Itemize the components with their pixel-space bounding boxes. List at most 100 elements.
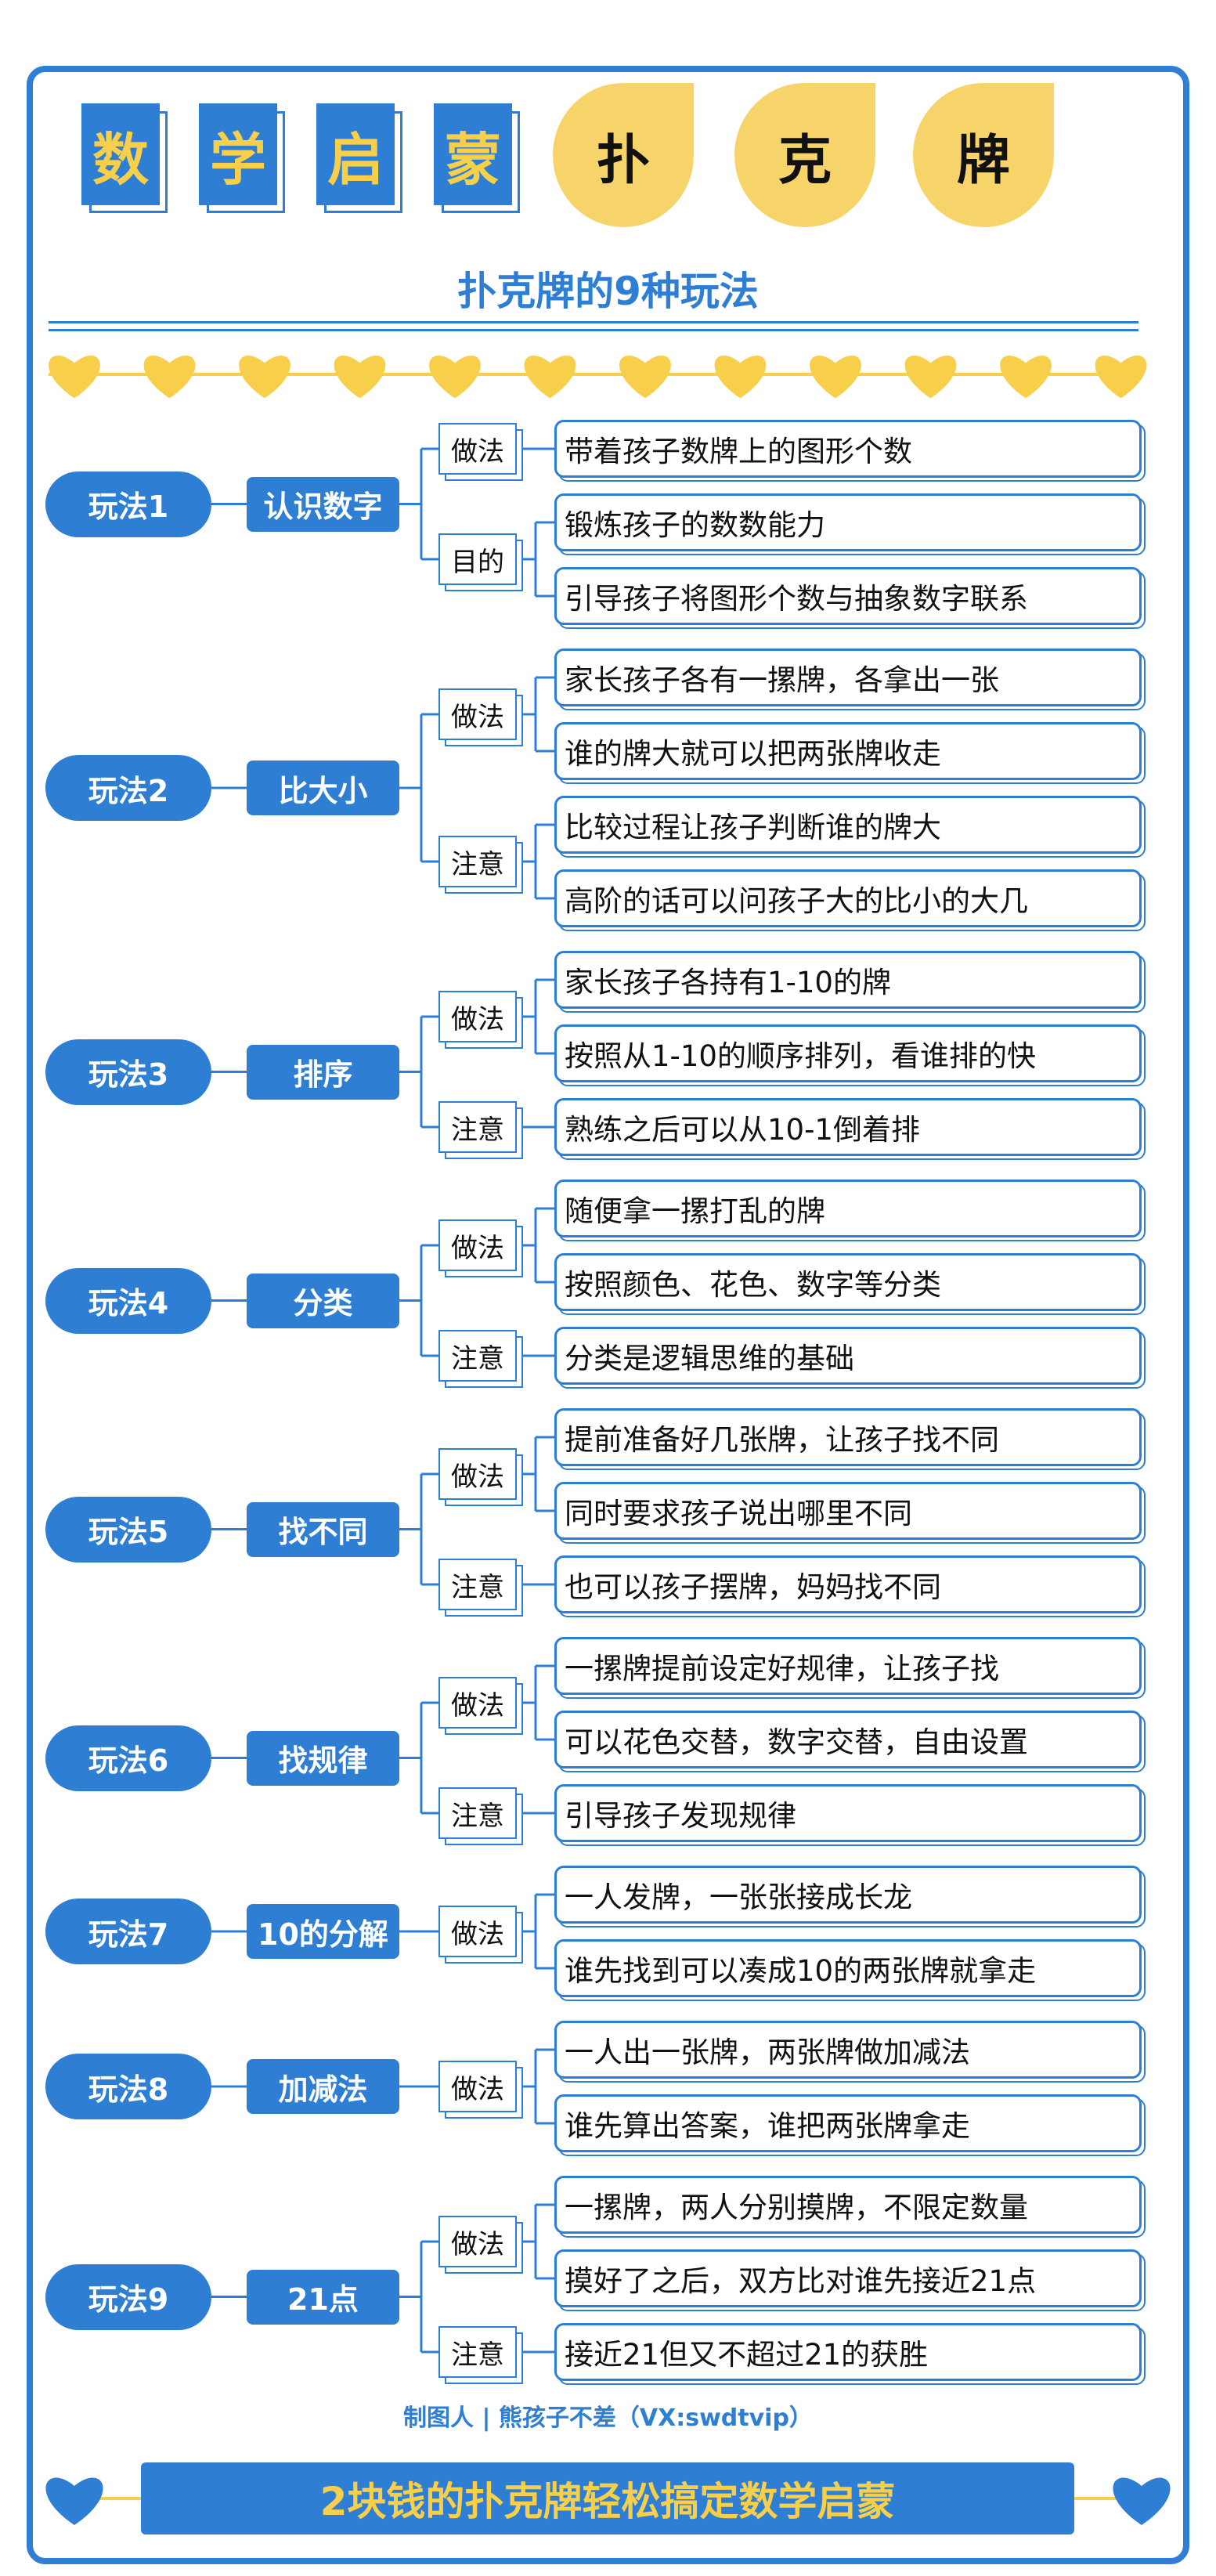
group-label: 做法: [438, 1448, 523, 1506]
title-square-char: 启: [316, 103, 395, 205]
item-text: 家长孩子各持有1-10的牌: [554, 951, 1142, 1009]
item-text: 一摞牌提前设定好规律，让孩子找: [554, 1637, 1142, 1695]
group-label: 做法: [438, 2061, 523, 2119]
item-box: 熟练之后可以从10-1倒着排: [554, 1098, 1146, 1160]
group-label: 做法: [438, 423, 523, 481]
item-box: 接近21但又不超过21的获胜: [554, 2323, 1146, 2385]
item-box: 按照颜色、花色、数字等分类: [554, 1253, 1146, 1315]
category-box: 认识数字: [247, 476, 399, 532]
item-text: 一摞牌，两人分别摸牌，不限定数量: [554, 2176, 1142, 2234]
item-text: 高阶的话可以问孩子大的比小的大几: [554, 869, 1142, 927]
item-box: 锻炼孩子的数数能力: [554, 493, 1146, 555]
credit-line: 制图人 | 熊孩子不差（VX:swdtvip）: [403, 2404, 813, 2432]
group-label-text: 做法: [438, 423, 517, 475]
section-pill: 玩法8: [45, 2054, 211, 2119]
item-text: 引导孩子发现规律: [554, 1784, 1142, 1842]
group-label-text: 做法: [438, 1219, 517, 1271]
item-text: 可以花色交替，数字交替，自由设置: [554, 1711, 1142, 1769]
group-label: 注意: [438, 2326, 523, 2384]
item-box: 提前准备好几张牌，让孩子找不同: [554, 1408, 1146, 1470]
group-label: 做法: [438, 1219, 523, 1277]
item-box: 按照从1-10的顺序排列，看谁排的快: [554, 1024, 1146, 1086]
item-text: 带着孩子数牌上的图形个数: [554, 420, 1142, 478]
item-box: 家长孩子各持有1-10的牌: [554, 951, 1146, 1013]
title-square-char: 数: [81, 103, 160, 205]
title-drop-3: 牌: [913, 83, 1054, 227]
category-box: 排序: [247, 1044, 399, 1100]
item-box: 一人发牌，一张张接成长龙: [554, 1866, 1146, 1927]
title-drop-1: 扑: [553, 83, 694, 227]
group-label: 做法: [438, 2216, 523, 2274]
item-box: 谁的牌大就可以把两张牌收走: [554, 722, 1146, 784]
item-text: 比较过程让孩子判断谁的牌大: [554, 796, 1142, 854]
item-text: 也可以孩子摆牌，妈妈找不同: [554, 1555, 1142, 1613]
section-pill: 玩法7: [45, 1899, 211, 1964]
group-label: 注意: [438, 1787, 523, 1845]
item-box: 摸好了之后，双方比对谁先接近21点: [554, 2249, 1146, 2311]
section-pill: 玩法5: [45, 1496, 211, 1563]
item-box: 一摞牌，两人分别摸牌，不限定数量: [554, 2176, 1146, 2238]
item-text: 谁先算出答案，谁把两张牌拿走: [554, 2094, 1142, 2152]
item-text: 谁先找到可以凑成10的两张牌就拿走: [554, 1939, 1142, 1997]
group-label-text: 注意: [438, 2326, 517, 2378]
subtitle-rule-top: [49, 321, 1138, 323]
title-square-1: 数: [81, 103, 168, 213]
category-box: 比大小: [247, 761, 399, 815]
title-square-char: 学: [199, 103, 277, 205]
section-pill: 玩法1: [45, 471, 211, 537]
item-box: 同时要求孩子说出哪里不同: [554, 1482, 1146, 1544]
group-label-text: 注意: [438, 1330, 517, 1382]
group-label: 做法: [438, 1906, 523, 1964]
item-box: 一人出一张牌，两张牌做加减法: [554, 2021, 1146, 2083]
item-text: 引导孩子将图形个数与抽象数字联系: [554, 567, 1142, 625]
section-pill: 玩法4: [45, 1267, 211, 1334]
item-text: 一人出一张牌，两张牌做加减法: [554, 2021, 1142, 2079]
item-text: 随便拿一摞打乱的牌: [554, 1180, 1142, 1237]
section-pill: 玩法6: [45, 1725, 211, 1791]
group-label-text: 做法: [438, 1677, 517, 1729]
item-box: 随便拿一摞打乱的牌: [554, 1180, 1146, 1241]
item-box: 也可以孩子摆牌，妈妈找不同: [554, 1555, 1146, 1617]
section-pill: 玩法9: [45, 2263, 211, 2330]
item-text: 同时要求孩子说出哪里不同: [554, 1482, 1142, 1540]
item-text: 摸好了之后，双方比对谁先接近21点: [554, 2249, 1142, 2307]
item-text: 一人发牌，一张张接成长龙: [554, 1866, 1142, 1924]
bottom-banner: 2块钱的扑克牌轻松搞定数学启蒙: [141, 2462, 1074, 2534]
item-text: 家长孩子各有一摞牌，各拿出一张: [554, 649, 1142, 706]
group-label-text: 注意: [438, 1559, 517, 1610]
section-pill: 玩法2: [45, 755, 211, 821]
item-box: 家长孩子各有一摞牌，各拿出一张: [554, 649, 1146, 710]
group-label-text: 做法: [438, 1448, 517, 1500]
item-box: 谁先算出答案，谁把两张牌拿走: [554, 2094, 1146, 2156]
section-pill: 玩法3: [45, 1039, 211, 1105]
group-label: 目的: [438, 533, 523, 591]
group-label: 做法: [438, 1677, 523, 1735]
item-text: 分类是逻辑思维的基础: [554, 1327, 1142, 1385]
category-box: 21点: [247, 2269, 399, 2325]
item-text: 锻炼孩子的数数能力: [554, 493, 1142, 551]
group-label-text: 目的: [438, 533, 517, 585]
category-box: 10的分解: [247, 1904, 399, 1959]
group-label-text: 做法: [438, 2216, 517, 2267]
group-label-text: 做法: [438, 991, 517, 1042]
group-label: 做法: [438, 991, 523, 1049]
title-drop-2: 克: [734, 83, 875, 227]
group-label-text: 做法: [438, 1906, 517, 1957]
title-square-char: 蒙: [434, 103, 512, 205]
category-box: 加减法: [247, 2059, 399, 2114]
category-box: 找规律: [247, 1730, 399, 1786]
item-text: 提前准备好几张牌，让孩子找不同: [554, 1408, 1142, 1466]
item-box: 谁先找到可以凑成10的两张牌就拿走: [554, 1939, 1146, 2001]
item-box: 一摞牌提前设定好规律，让孩子找: [554, 1637, 1146, 1699]
title-square-4: 蒙: [434, 103, 520, 213]
item-box: 引导孩子将图形个数与抽象数字联系: [554, 567, 1146, 629]
item-text: 谁的牌大就可以把两张牌收走: [554, 722, 1142, 780]
item-box: 引导孩子发现规律: [554, 1784, 1146, 1846]
group-label-text: 注意: [438, 1101, 517, 1153]
item-text: 按照颜色、花色、数字等分类: [554, 1253, 1142, 1311]
item-box: 带着孩子数牌上的图形个数: [554, 420, 1146, 482]
item-text: 熟练之后可以从10-1倒着排: [554, 1098, 1142, 1156]
group-label: 注意: [438, 1101, 523, 1159]
category-box: 分类: [247, 1273, 399, 1328]
